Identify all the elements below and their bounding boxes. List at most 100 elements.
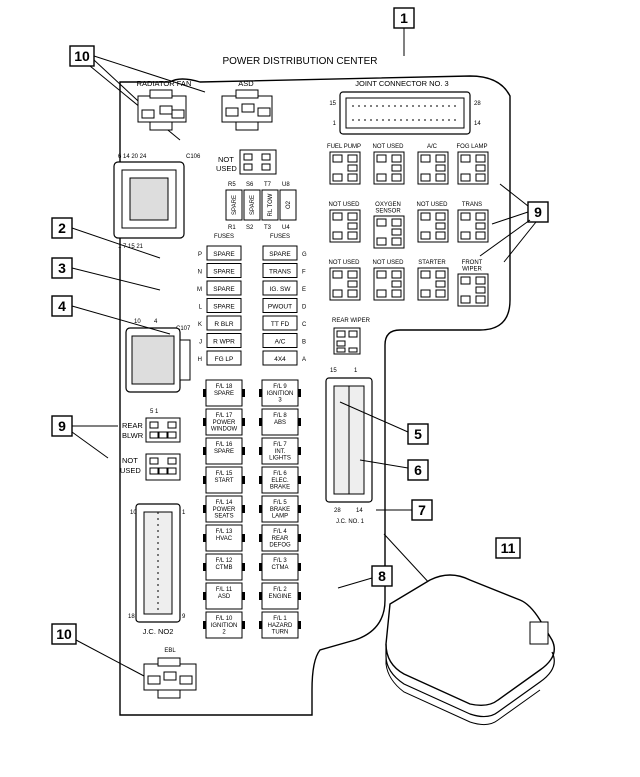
relay-cell: A/C bbox=[417, 144, 449, 185]
maxi-fuse-id: F/L 8 bbox=[273, 413, 287, 419]
maxi-fuse-label: SPARE bbox=[214, 449, 234, 455]
relay-cell: FOG LAMP bbox=[456, 144, 489, 185]
callout-11: 11 bbox=[495, 537, 521, 559]
maxi-fuse-id: F/L 12 bbox=[216, 558, 233, 564]
svg-text:9: 9 bbox=[58, 418, 66, 434]
svg-text:15: 15 bbox=[329, 101, 336, 107]
maxi-fuse-id: F/L 10 bbox=[216, 616, 233, 622]
svg-text:14: 14 bbox=[356, 508, 363, 514]
maxi-fuse-label: SPARE bbox=[214, 391, 234, 397]
fuse-label: SPARE bbox=[269, 251, 291, 258]
fuse-N: SPARE N bbox=[198, 263, 242, 278]
svg-text:1: 1 bbox=[400, 10, 408, 26]
fuse-row-letter: B bbox=[302, 340, 306, 346]
maxi-fuse-label: ASD bbox=[218, 594, 231, 600]
maxi-fuse-label: ABS bbox=[274, 420, 286, 426]
svg-text:15: 15 bbox=[330, 368, 337, 374]
fuse-row-letter: K bbox=[198, 322, 202, 328]
fuse-label: 4X4 bbox=[274, 356, 286, 363]
fuse-row-letter: G bbox=[302, 252, 307, 258]
callout-6: 6 bbox=[359, 459, 429, 481]
maxi-fuse-id: F/L 15 bbox=[216, 471, 233, 477]
jc-no2-connector: 10 1 18 9 J.C. NO2 bbox=[128, 503, 186, 636]
asd-relay: ASD bbox=[221, 79, 273, 131]
fuses-right-header: FUSES bbox=[270, 234, 290, 240]
svg-text:U4: U4 bbox=[282, 225, 290, 231]
fuse-label: R WPR bbox=[213, 339, 235, 346]
relay-label: TRANS bbox=[462, 202, 482, 208]
jc-no1-connector: 15 1 28 14 J.C. NO. 1 bbox=[325, 368, 373, 525]
svg-text:10: 10 bbox=[56, 626, 72, 642]
svg-text:5 1: 5 1 bbox=[150, 409, 159, 415]
svg-text:18: 18 bbox=[128, 614, 135, 620]
maxi-fuse-id: F/L 4 bbox=[273, 529, 287, 535]
pdc-housing-outline bbox=[119, 75, 511, 716]
svg-text:JOINT CONNECTOR NO. 3: JOINT CONNECTOR NO. 3 bbox=[355, 79, 448, 88]
relay-cell: NOT USED bbox=[329, 260, 361, 301]
svg-text:C107: C107 bbox=[176, 326, 191, 332]
svg-text:NOT: NOT bbox=[122, 456, 138, 465]
not-used-left: NOT USED bbox=[120, 453, 181, 481]
maxi-fuse-label: ELEC.BRAKE bbox=[270, 478, 290, 491]
radiator-fan-relay: RADIATOR FAN bbox=[137, 79, 192, 131]
rear-blower-relay: 5 1 REAR BLWR bbox=[122, 409, 181, 443]
relay-label: NOT USED bbox=[417, 202, 449, 208]
fuse-label: PWOUT bbox=[268, 304, 292, 311]
callout-4: 4 bbox=[51, 295, 171, 335]
fuse-K: R BLR K bbox=[198, 315, 242, 331]
maxi-fuse-label: CTMB bbox=[216, 565, 233, 571]
callout-10-bottom: 10 bbox=[51, 623, 145, 677]
relay-label: NOT USED bbox=[373, 144, 405, 150]
svg-text:1: 1 bbox=[333, 121, 337, 127]
svg-text:28: 28 bbox=[474, 101, 481, 107]
relay-cell: FUEL PUMP bbox=[327, 144, 361, 185]
maxi-fuse-id: F/L 2 bbox=[273, 587, 287, 593]
svg-text:7: 7 bbox=[418, 502, 426, 518]
svg-text:1: 1 bbox=[182, 510, 186, 516]
callout-2: 2 bbox=[51, 217, 161, 259]
svg-text:2: 2 bbox=[58, 220, 66, 236]
fuse-row-letter: J bbox=[199, 340, 202, 346]
ebl-relay: EBL bbox=[143, 648, 197, 699]
fuse-row-letter: F bbox=[302, 270, 306, 276]
svg-text:11: 11 bbox=[501, 540, 516, 556]
fuse-label: R BLR bbox=[214, 321, 233, 328]
svg-text:4: 4 bbox=[154, 319, 158, 325]
fuse-label: SPARE bbox=[213, 286, 235, 293]
maxi-fuse-id: F/L 3 bbox=[273, 558, 287, 564]
connector-c107: 10 4 C107 bbox=[125, 319, 191, 393]
fuse-row-letter: N bbox=[198, 270, 202, 276]
fuse-label: SPARE bbox=[213, 269, 235, 276]
relay-cell: STARTER bbox=[417, 260, 449, 301]
svg-text:RADIATOR FAN: RADIATOR FAN bbox=[137, 79, 192, 88]
svg-text:28: 28 bbox=[334, 508, 341, 514]
callout-3: 3 bbox=[51, 257, 161, 291]
svg-text:SPARE: SPARE bbox=[232, 195, 238, 215]
